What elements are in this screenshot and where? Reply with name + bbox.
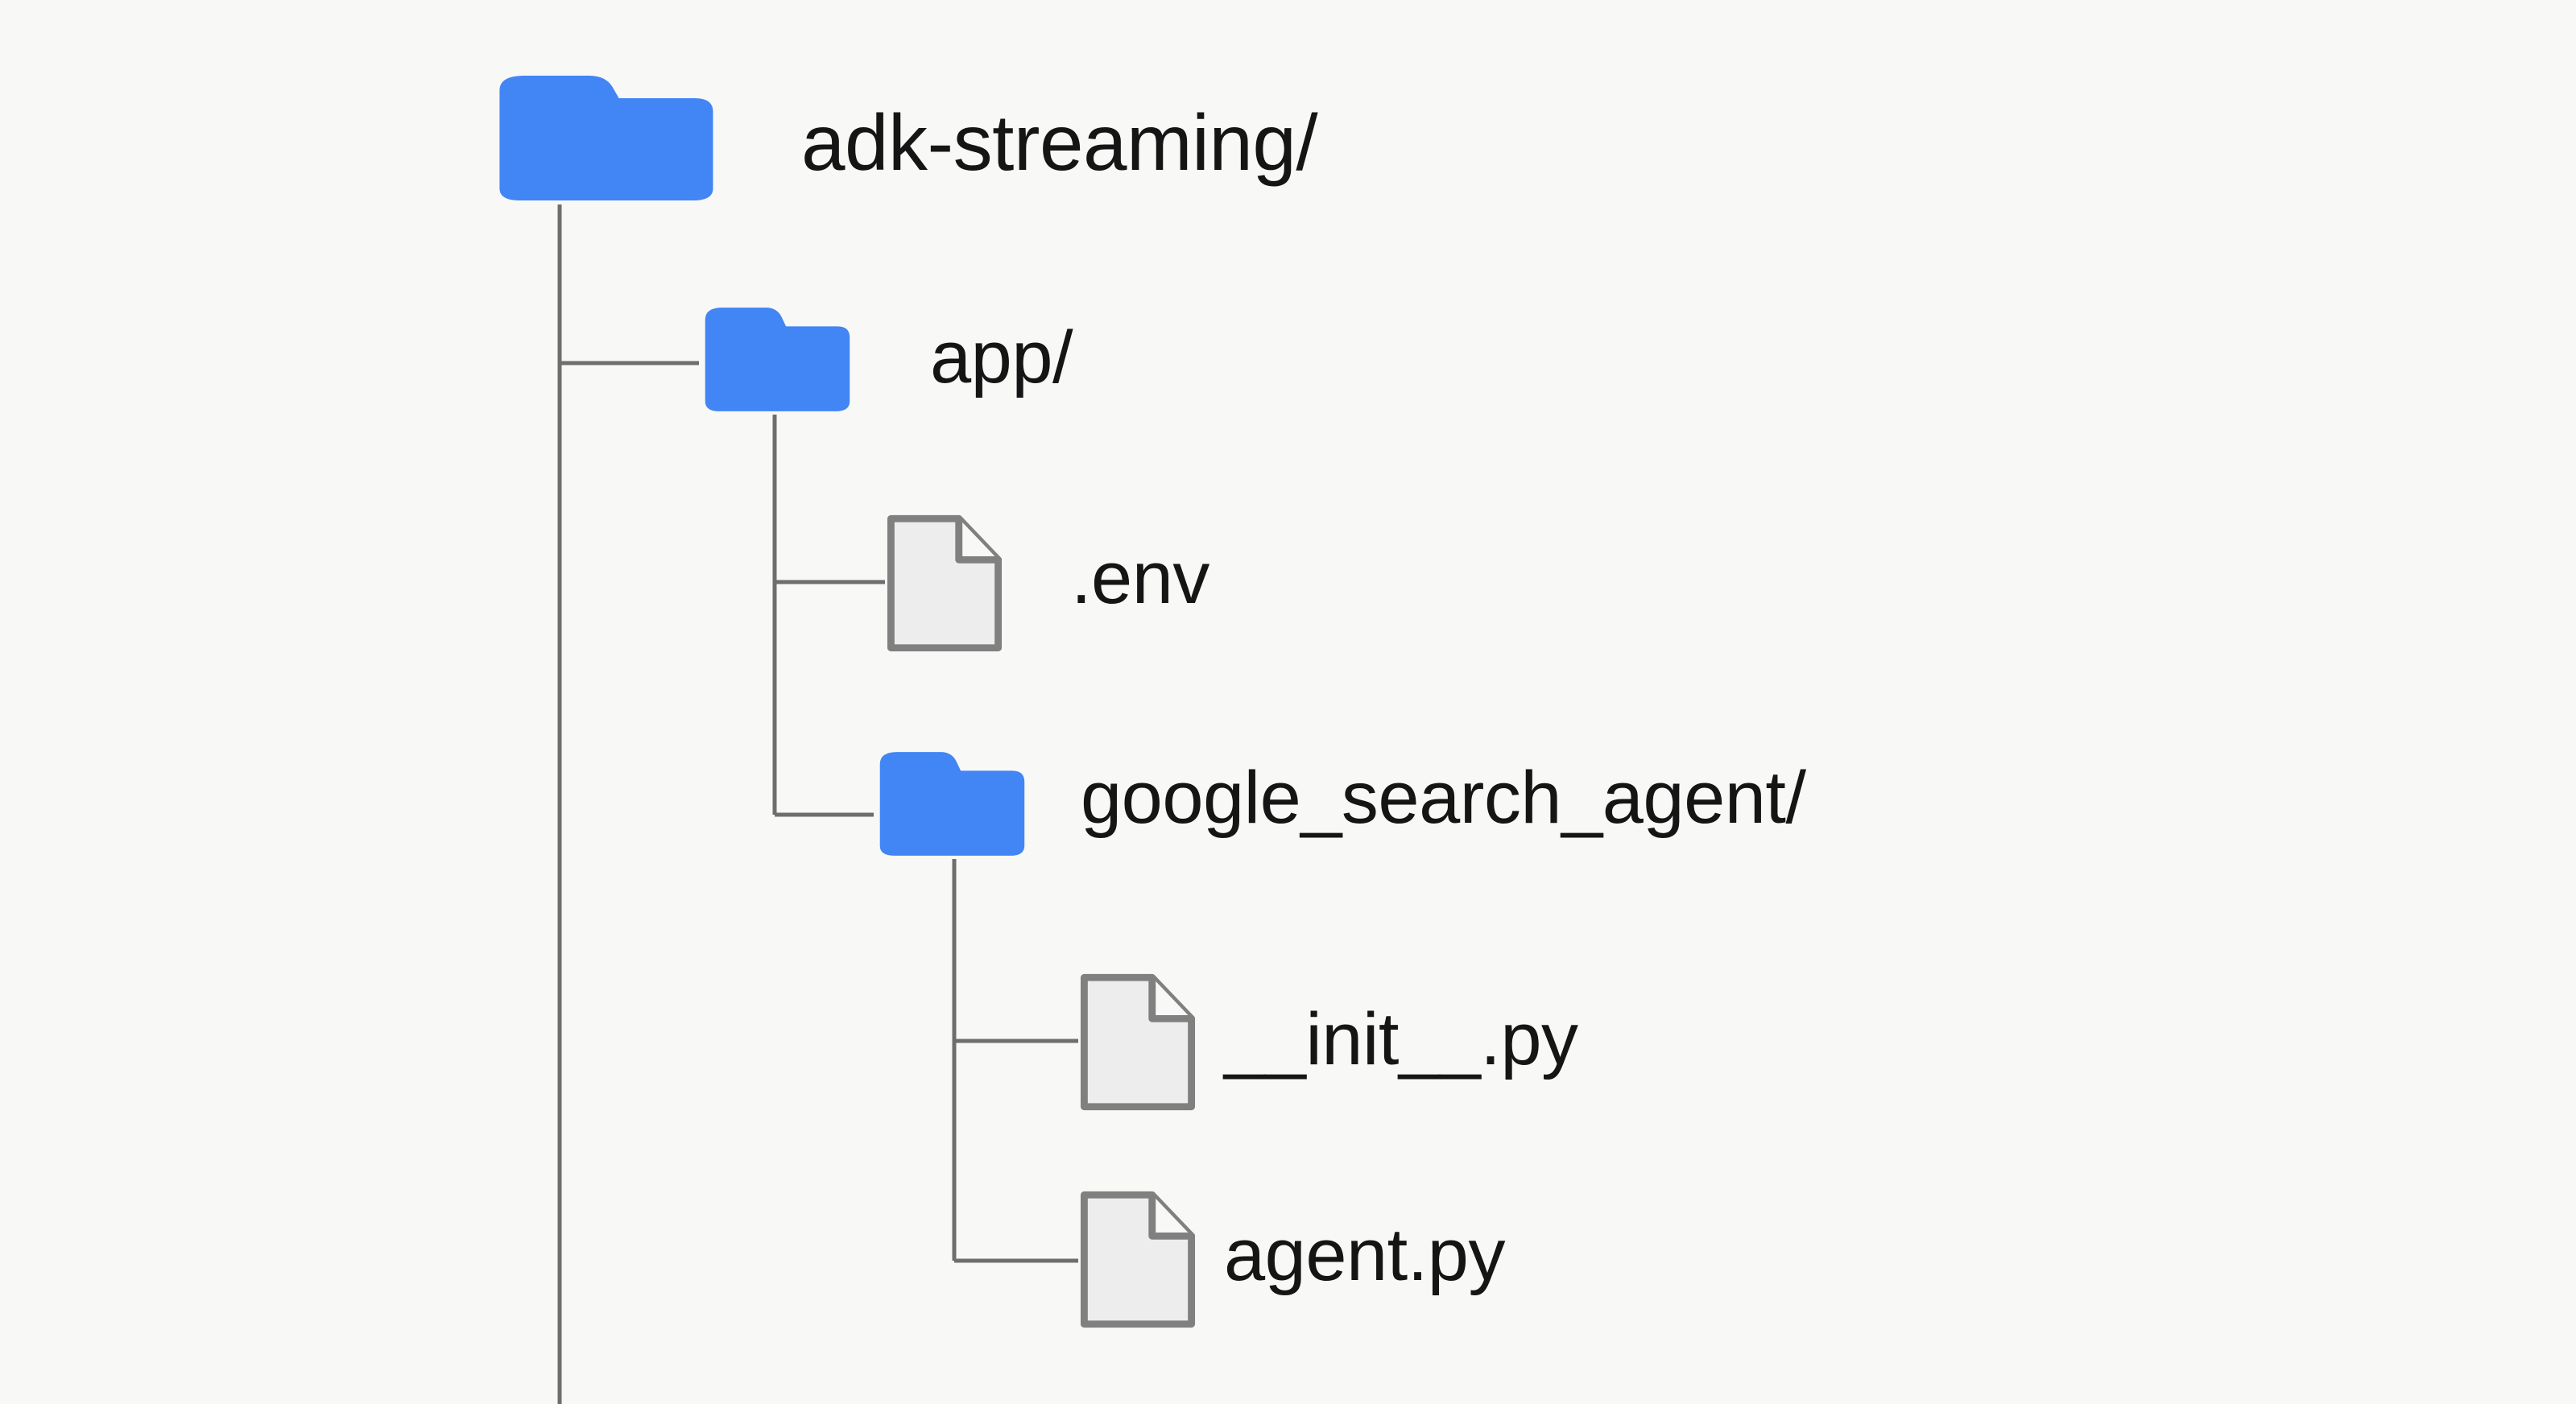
- connector-layer: [557, 204, 1078, 1404]
- file-icon[interactable]: [891, 518, 998, 647]
- folder-icon[interactable]: [499, 75, 713, 201]
- node-label-app[interactable]: app/: [930, 316, 1073, 398]
- icon-layer: [499, 75, 1191, 1324]
- folder-icon[interactable]: [705, 308, 850, 411]
- folder-icon[interactable]: [879, 752, 1025, 856]
- node-label-init_py[interactable]: __init__.py: [1224, 998, 1578, 1080]
- node-label-agent_py[interactable]: agent.py: [1224, 1214, 1505, 1296]
- node-label-env[interactable]: .env: [1071, 537, 1209, 619]
- file-icon[interactable]: [1084, 977, 1191, 1106]
- node-label-google_search_agent[interactable]: google_search_agent/: [1081, 757, 1806, 839]
- node-label-root[interactable]: adk-streaming/: [801, 98, 1318, 187]
- file-icon[interactable]: [1084, 1195, 1191, 1323]
